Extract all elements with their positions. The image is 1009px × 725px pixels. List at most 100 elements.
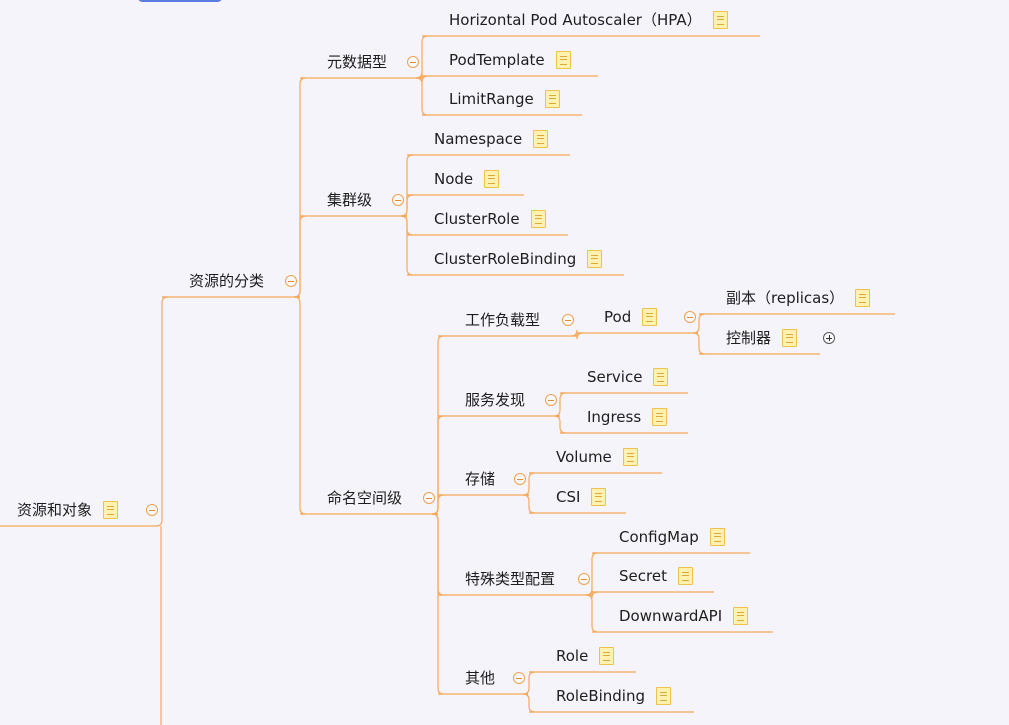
node-secret[interactable]: Secret (619, 565, 693, 587)
collapse-icon[interactable] (545, 394, 557, 406)
node-label: Role (556, 647, 589, 665)
node-rolebinding[interactable]: RoleBinding (556, 685, 672, 707)
note-icon[interactable] (712, 11, 728, 29)
note-icon[interactable] (103, 501, 119, 519)
collapse-icon[interactable] (562, 314, 574, 326)
collapse-icon[interactable] (513, 672, 525, 684)
note-icon[interactable] (709, 528, 725, 546)
note-icon[interactable] (652, 408, 668, 426)
node-label: Volume (556, 448, 612, 466)
note-icon[interactable] (677, 567, 693, 585)
node-configmap[interactable]: ConfigMap (619, 526, 725, 548)
node-service[interactable]: Service (587, 366, 669, 388)
edge-root-classify (155, 296, 169, 527)
node-limitrange[interactable]: LimitRange (449, 88, 560, 110)
note-icon[interactable] (642, 308, 658, 326)
node-special[interactable]: 特殊类型配置 (465, 568, 555, 590)
edge-pod-controller (692, 332, 706, 355)
node-label: Pod (604, 308, 632, 326)
collapse-icon[interactable] (407, 56, 419, 68)
edge-workload-pod (570, 329, 584, 340)
node-label: Ingress (587, 408, 642, 426)
node-label: Service (587, 368, 643, 386)
node-discovery[interactable]: 服务发现 (465, 389, 525, 411)
note-icon[interactable] (622, 448, 638, 466)
note-icon[interactable] (484, 170, 500, 188)
node-label: 服务发现 (465, 391, 526, 409)
edge-other-rolebinding (522, 693, 536, 713)
node-hpa[interactable]: Horizontal Pod Autoscaler（HPA） (449, 9, 728, 31)
node-root[interactable]: 资源和对象 (17, 499, 119, 521)
collapse-icon[interactable] (423, 492, 435, 504)
node-label: ConfigMap (619, 528, 699, 546)
note-icon[interactable] (855, 289, 871, 307)
node-workload[interactable]: 工作负载型 (465, 309, 540, 331)
node-label: RoleBinding (556, 687, 646, 705)
node-label: ClusterRoleBinding (434, 250, 577, 268)
node-role[interactable]: Role (556, 645, 615, 667)
node-label: 副本（replicas） (726, 289, 845, 307)
node-node[interactable]: Node (434, 168, 500, 190)
edge-classify-cluster (293, 215, 307, 298)
node-ingress[interactable]: Ingress (587, 406, 668, 428)
edge-classify-nslevel (293, 296, 307, 515)
node-label: CSI (556, 488, 581, 506)
note-icon[interactable] (587, 250, 603, 268)
node-label: 集群级 (327, 191, 373, 209)
note-icon[interactable] (656, 687, 672, 705)
node-meta[interactable]: 元数据型 (327, 51, 387, 73)
node-namespace[interactable]: Namespace (434, 128, 549, 150)
note-icon[interactable] (544, 90, 560, 108)
node-label: 资源和对象 (17, 501, 93, 519)
collapse-icon[interactable] (578, 573, 590, 585)
node-cluster[interactable]: 集群级 (327, 189, 372, 211)
expand-icon[interactable] (823, 332, 835, 344)
node-downwardapi[interactable]: DownwardAPI (619, 605, 749, 627)
edge-discovery-ingress (553, 415, 567, 434)
node-controller[interactable]: 控制器 (726, 327, 798, 349)
edge-other-role (522, 671, 536, 695)
node-clusterrole[interactable]: ClusterRole (434, 208, 546, 230)
collapse-icon[interactable] (285, 275, 297, 287)
node-podtemplate[interactable]: PodTemplate (449, 49, 571, 71)
node-label: 存储 (465, 470, 496, 488)
node-replicas[interactable]: 副本（replicas） (726, 287, 871, 309)
node-clusterrolebinding[interactable]: ClusterRoleBinding (434, 248, 603, 270)
collapse-icon[interactable] (146, 504, 158, 516)
node-csi[interactable]: CSI (556, 486, 607, 508)
node-volume[interactable]: Volume (556, 446, 638, 468)
node-label: ClusterRole (434, 210, 520, 228)
node-label: 其他 (465, 669, 496, 687)
note-icon[interactable] (653, 368, 669, 386)
node-label: 资源的分类 (189, 272, 265, 290)
node-classify[interactable]: 资源的分类 (189, 270, 264, 292)
top-tab-button[interactable] (137, 0, 223, 2)
note-icon[interactable] (591, 488, 607, 506)
note-icon[interactable] (782, 329, 798, 347)
note-icon[interactable] (533, 130, 549, 148)
edge-special-downwardapi (585, 594, 599, 633)
node-label: 控制器 (726, 329, 772, 347)
collapse-icon[interactable] (684, 311, 696, 323)
collapse-icon[interactable] (392, 194, 404, 206)
note-icon[interactable] (733, 607, 749, 625)
node-label: 特殊类型配置 (465, 570, 556, 588)
note-icon[interactable] (530, 210, 546, 228)
collapse-icon[interactable] (514, 473, 526, 485)
edge-nslevel-other (431, 513, 445, 695)
node-pod[interactable]: Pod (604, 306, 658, 328)
node-storage[interactable]: 存储 (465, 468, 495, 490)
note-icon[interactable] (555, 51, 571, 69)
edge-cluster-clusterrolebinding (400, 215, 414, 276)
node-other[interactable]: 其他 (465, 667, 495, 689)
node-nslevel[interactable]: 命名空间级 (327, 487, 402, 509)
node-label: Secret (619, 567, 667, 585)
note-icon[interactable] (599, 647, 615, 665)
node-label: 工作负载型 (465, 311, 541, 329)
node-label: Namespace (434, 130, 523, 148)
edge-meta-podtemplate (415, 71, 429, 83)
edge-meta-limitrange (415, 77, 429, 116)
node-label: Horizontal Pod Autoscaler（HPA） (449, 11, 702, 29)
